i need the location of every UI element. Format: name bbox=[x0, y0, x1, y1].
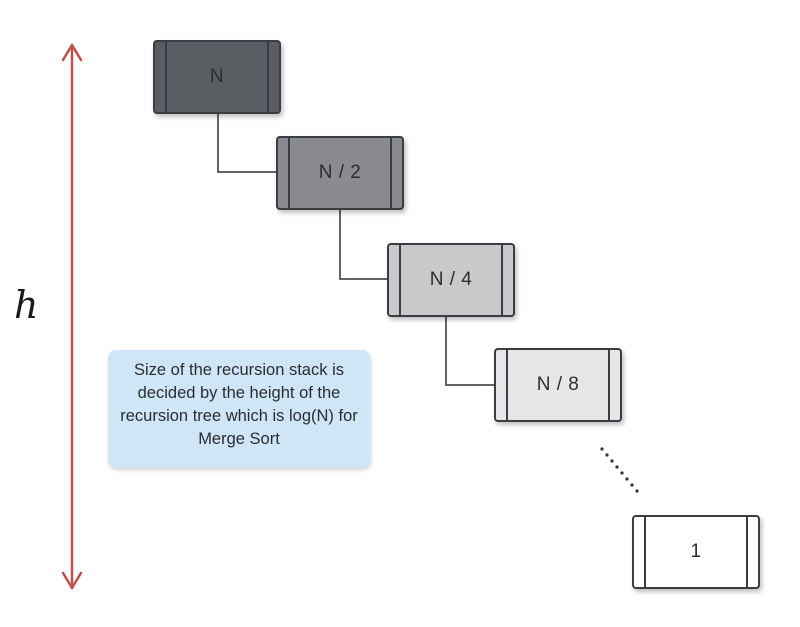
height-arrow bbox=[61, 43, 83, 590]
height-label: h bbox=[14, 283, 39, 327]
node-left-bar bbox=[165, 42, 167, 112]
node-n: N bbox=[153, 40, 281, 114]
node-right-bar bbox=[267, 42, 269, 112]
node-label: N / 8 bbox=[536, 374, 580, 395]
node-one: 1 bbox=[632, 515, 760, 589]
node-right-bar bbox=[746, 517, 748, 587]
node-right-bar bbox=[501, 245, 503, 315]
node-right-bar bbox=[608, 350, 610, 420]
note-callout: Size of the recursion stack is decided b… bbox=[108, 350, 370, 468]
node-left-bar bbox=[399, 245, 401, 315]
node-n-over-8: N / 8 bbox=[494, 348, 622, 422]
connector-n2-to-n4 bbox=[339, 210, 387, 280]
node-label: 1 bbox=[690, 541, 702, 562]
connector-n4-to-n8 bbox=[445, 317, 494, 386]
node-right-bar bbox=[390, 138, 392, 208]
node-left-bar bbox=[644, 517, 646, 587]
node-label: N / 4 bbox=[429, 269, 473, 290]
ellipsis-dots bbox=[600, 447, 639, 493]
node-n-over-2: N / 2 bbox=[276, 136, 404, 210]
node-n-over-4: N / 4 bbox=[387, 243, 515, 317]
connector-n-to-n2 bbox=[217, 114, 276, 173]
node-left-bar bbox=[288, 138, 290, 208]
node-label: N bbox=[209, 66, 225, 87]
node-left-bar bbox=[506, 350, 508, 420]
node-label: N / 2 bbox=[318, 162, 362, 183]
